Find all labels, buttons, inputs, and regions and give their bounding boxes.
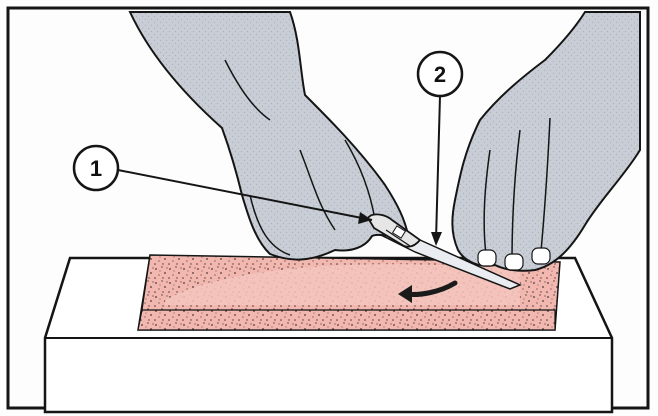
callout-1-label: 1 <box>90 156 102 181</box>
callout-2-label: 2 <box>434 62 446 87</box>
